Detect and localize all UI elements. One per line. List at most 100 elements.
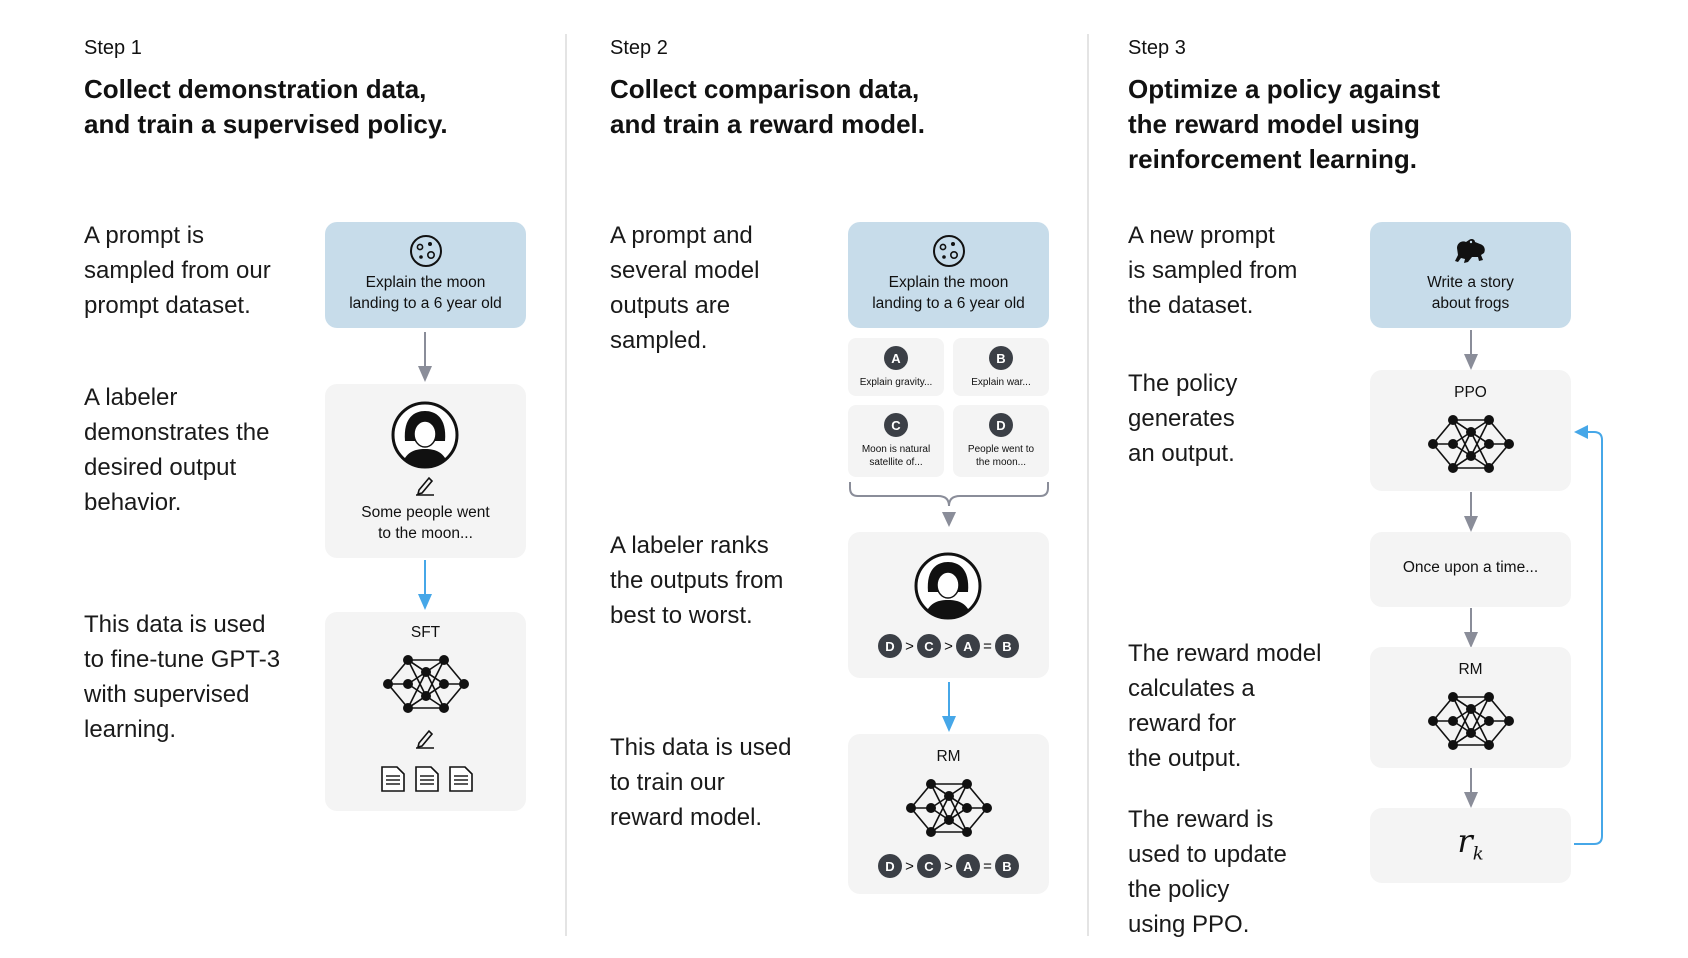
net-edge	[1432, 696, 1454, 722]
net-node	[439, 655, 449, 665]
net-node	[1428, 439, 1438, 449]
divider-2	[1087, 34, 1089, 936]
step2-ranking-card: D>C>A=B	[848, 532, 1049, 678]
output-text: Explain gravity...	[859, 377, 933, 388]
neural-net-icon	[906, 779, 992, 837]
output-text: People went to the moon...	[967, 444, 1035, 468]
moon-icon	[933, 235, 965, 267]
output-card-d: D People went to the moon...	[953, 405, 1049, 477]
step3-ppo-label: PPO	[1454, 384, 1487, 401]
step3-arrow-1	[1464, 330, 1478, 370]
step3-output-text: Once upon a time...	[1402, 559, 1539, 576]
rank-badge: C	[917, 854, 941, 878]
net-node	[439, 679, 449, 689]
net-node	[1484, 463, 1494, 473]
labeler-avatar-icon	[391, 401, 459, 469]
net-edge	[1488, 443, 1510, 469]
step1-arrow-2	[418, 560, 432, 610]
net-edge	[443, 683, 465, 709]
net-node	[421, 691, 431, 701]
rank-operator: >	[944, 857, 953, 875]
labeler-avatar-icon	[914, 552, 982, 620]
output-text: Explain war...	[971, 377, 1031, 388]
reward-symbol: rk	[1370, 822, 1571, 864]
step3-rm-label: RM	[1458, 661, 1483, 678]
reward-r: r	[1457, 822, 1473, 860]
step2-arrow-blue	[942, 682, 956, 732]
step1-labeler-card: Some people went to the moon...	[325, 384, 526, 558]
neural-net-icon	[383, 655, 469, 713]
step2-rm-label: RM	[936, 748, 961, 765]
step2-prompt-text: Explain the moon landing to a 6 year old	[872, 274, 1025, 312]
net-edge	[1488, 419, 1510, 445]
step1-label: Step 1	[84, 37, 142, 59]
step3-ppo-card: PPO	[1370, 370, 1571, 491]
step1-demo-text: Some people went to the moon...	[361, 504, 490, 542]
divider-1	[565, 34, 567, 936]
ranking-row: D>C>A=B	[848, 854, 1049, 878]
step3-prompt-text: Write a story about frogs	[1427, 274, 1514, 312]
document-stack	[379, 765, 475, 793]
net-node	[1484, 716, 1494, 726]
pencil-icon	[416, 476, 434, 496]
output-badge: B	[989, 346, 1013, 370]
net-node	[459, 679, 469, 689]
step3-desc-reward: The reward model calculates a reward for…	[1128, 640, 1322, 772]
rank-badge: C	[917, 634, 941, 658]
net-node	[403, 655, 413, 665]
rank-badge: A	[956, 854, 980, 878]
net-node	[1484, 740, 1494, 750]
rank-operator: >	[944, 637, 953, 655]
step2-heading: Collect comparison data, and train a rew…	[610, 74, 925, 139]
merge-bracket	[849, 482, 1049, 527]
net-node	[1466, 451, 1476, 461]
step1-sft-label: SFT	[410, 624, 441, 641]
rank-badge: D	[878, 634, 902, 658]
net-node	[962, 827, 972, 837]
step3-prompt-card: Write a story about frogs	[1370, 222, 1571, 328]
net-node	[962, 803, 972, 813]
rank-operator: >	[905, 857, 914, 875]
neural-net-icon	[1428, 415, 1514, 473]
net-node	[926, 803, 936, 813]
rank-badge: B	[995, 854, 1019, 878]
ranking-row: D>C>A=B	[848, 634, 1049, 658]
net-node	[1484, 439, 1494, 449]
output-card-a: A Explain gravity...	[848, 338, 944, 396]
step3-label: Step 3	[1128, 37, 1186, 59]
net-node	[1428, 716, 1438, 726]
net-node	[403, 703, 413, 713]
net-node	[1466, 704, 1476, 714]
net-edge	[1488, 720, 1510, 746]
rank-badge: A	[956, 634, 980, 658]
net-node	[1448, 415, 1458, 425]
net-edge	[407, 671, 427, 709]
net-node	[926, 827, 936, 837]
net-node	[1448, 740, 1458, 750]
net-node	[1448, 692, 1458, 702]
step1-desc-prompt: A prompt is sampled from our prompt data…	[84, 222, 271, 319]
net-node	[926, 779, 936, 789]
neural-net-icon	[1428, 692, 1514, 750]
net-node	[1504, 716, 1514, 726]
rank-operator: =	[983, 857, 992, 875]
step1-prompt-card: Explain the moon landing to a 6 year old	[325, 222, 526, 328]
net-edge	[1452, 431, 1472, 469]
net-edge	[910, 783, 932, 809]
net-node	[1484, 692, 1494, 702]
rank-operator: =	[983, 637, 992, 655]
net-node	[1504, 439, 1514, 449]
net-node	[1484, 415, 1494, 425]
net-edge	[966, 783, 988, 809]
step3-output-card: Once upon a time...	[1370, 532, 1571, 607]
net-edge	[1432, 720, 1454, 746]
step2-desc-train: This data is used to train our reward mo…	[610, 734, 792, 831]
net-node	[1448, 716, 1458, 726]
document-icon	[415, 766, 439, 792]
net-node	[962, 779, 972, 789]
net-edge	[1488, 696, 1510, 722]
net-node	[403, 679, 413, 689]
net-edge	[910, 807, 932, 833]
step3-rm-card: RM	[1370, 647, 1571, 768]
net-edge	[1432, 443, 1454, 469]
